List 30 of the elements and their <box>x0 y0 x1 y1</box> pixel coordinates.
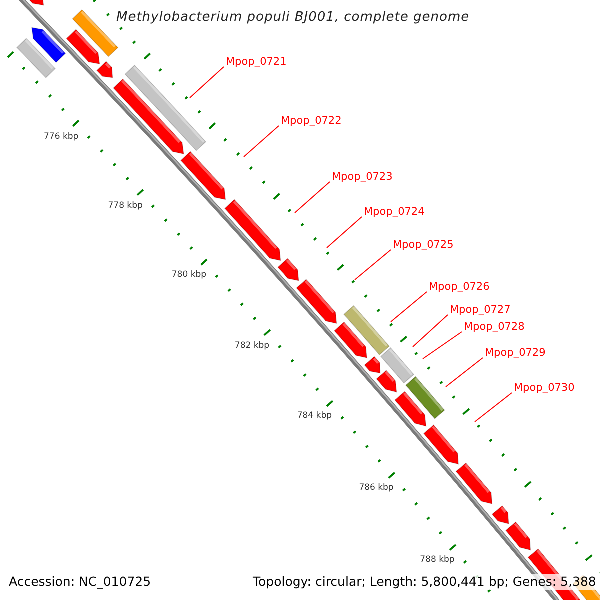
gene-label: Mpop_0723 <box>332 171 393 184</box>
scale-label: 782 kbp <box>234 340 270 352</box>
leader-line <box>190 66 224 98</box>
leader-line <box>446 358 484 388</box>
genome-info-text: Topology: circular; Length: 5,800,441 bp; Genes: 5,388 <box>253 574 596 590</box>
accession-text: Accession: NC_010725 <box>9 574 152 590</box>
scale-label: 784 kbp <box>297 411 332 422</box>
gene-label: Mpop_0721 <box>226 56 287 69</box>
leader-line <box>474 392 512 422</box>
leader-line <box>422 332 462 360</box>
leader-line <box>244 126 280 158</box>
leader-line <box>326 216 362 248</box>
scale-label: 788 kbp <box>420 554 455 566</box>
gene-label: Mpop_0725 <box>393 239 454 252</box>
gene-label: Mpop_0729 <box>485 347 546 360</box>
gene-label: Mpop_0722 <box>281 115 342 128</box>
gene-label: Mpop_0728 <box>464 321 525 334</box>
scale-label: 778 kbp <box>108 200 143 212</box>
leader-line <box>390 292 428 322</box>
leader-line <box>412 314 448 348</box>
leader-line <box>294 182 330 214</box>
leader-line <box>354 250 392 280</box>
scale-label: 780 kbp <box>172 270 207 282</box>
gene-label: Mpop_0724 <box>364 206 425 219</box>
gene-label: Mpop_0726 <box>429 281 490 294</box>
scale-label: 786 kbp <box>359 482 394 494</box>
gene-label: Mpop_0727 <box>450 304 511 317</box>
scale-label: 776 kbp <box>44 132 79 143</box>
gene-label: Mpop_0730 <box>514 382 575 395</box>
map-title: Methylobacterium populi BJ001, complete genome <box>116 9 470 26</box>
